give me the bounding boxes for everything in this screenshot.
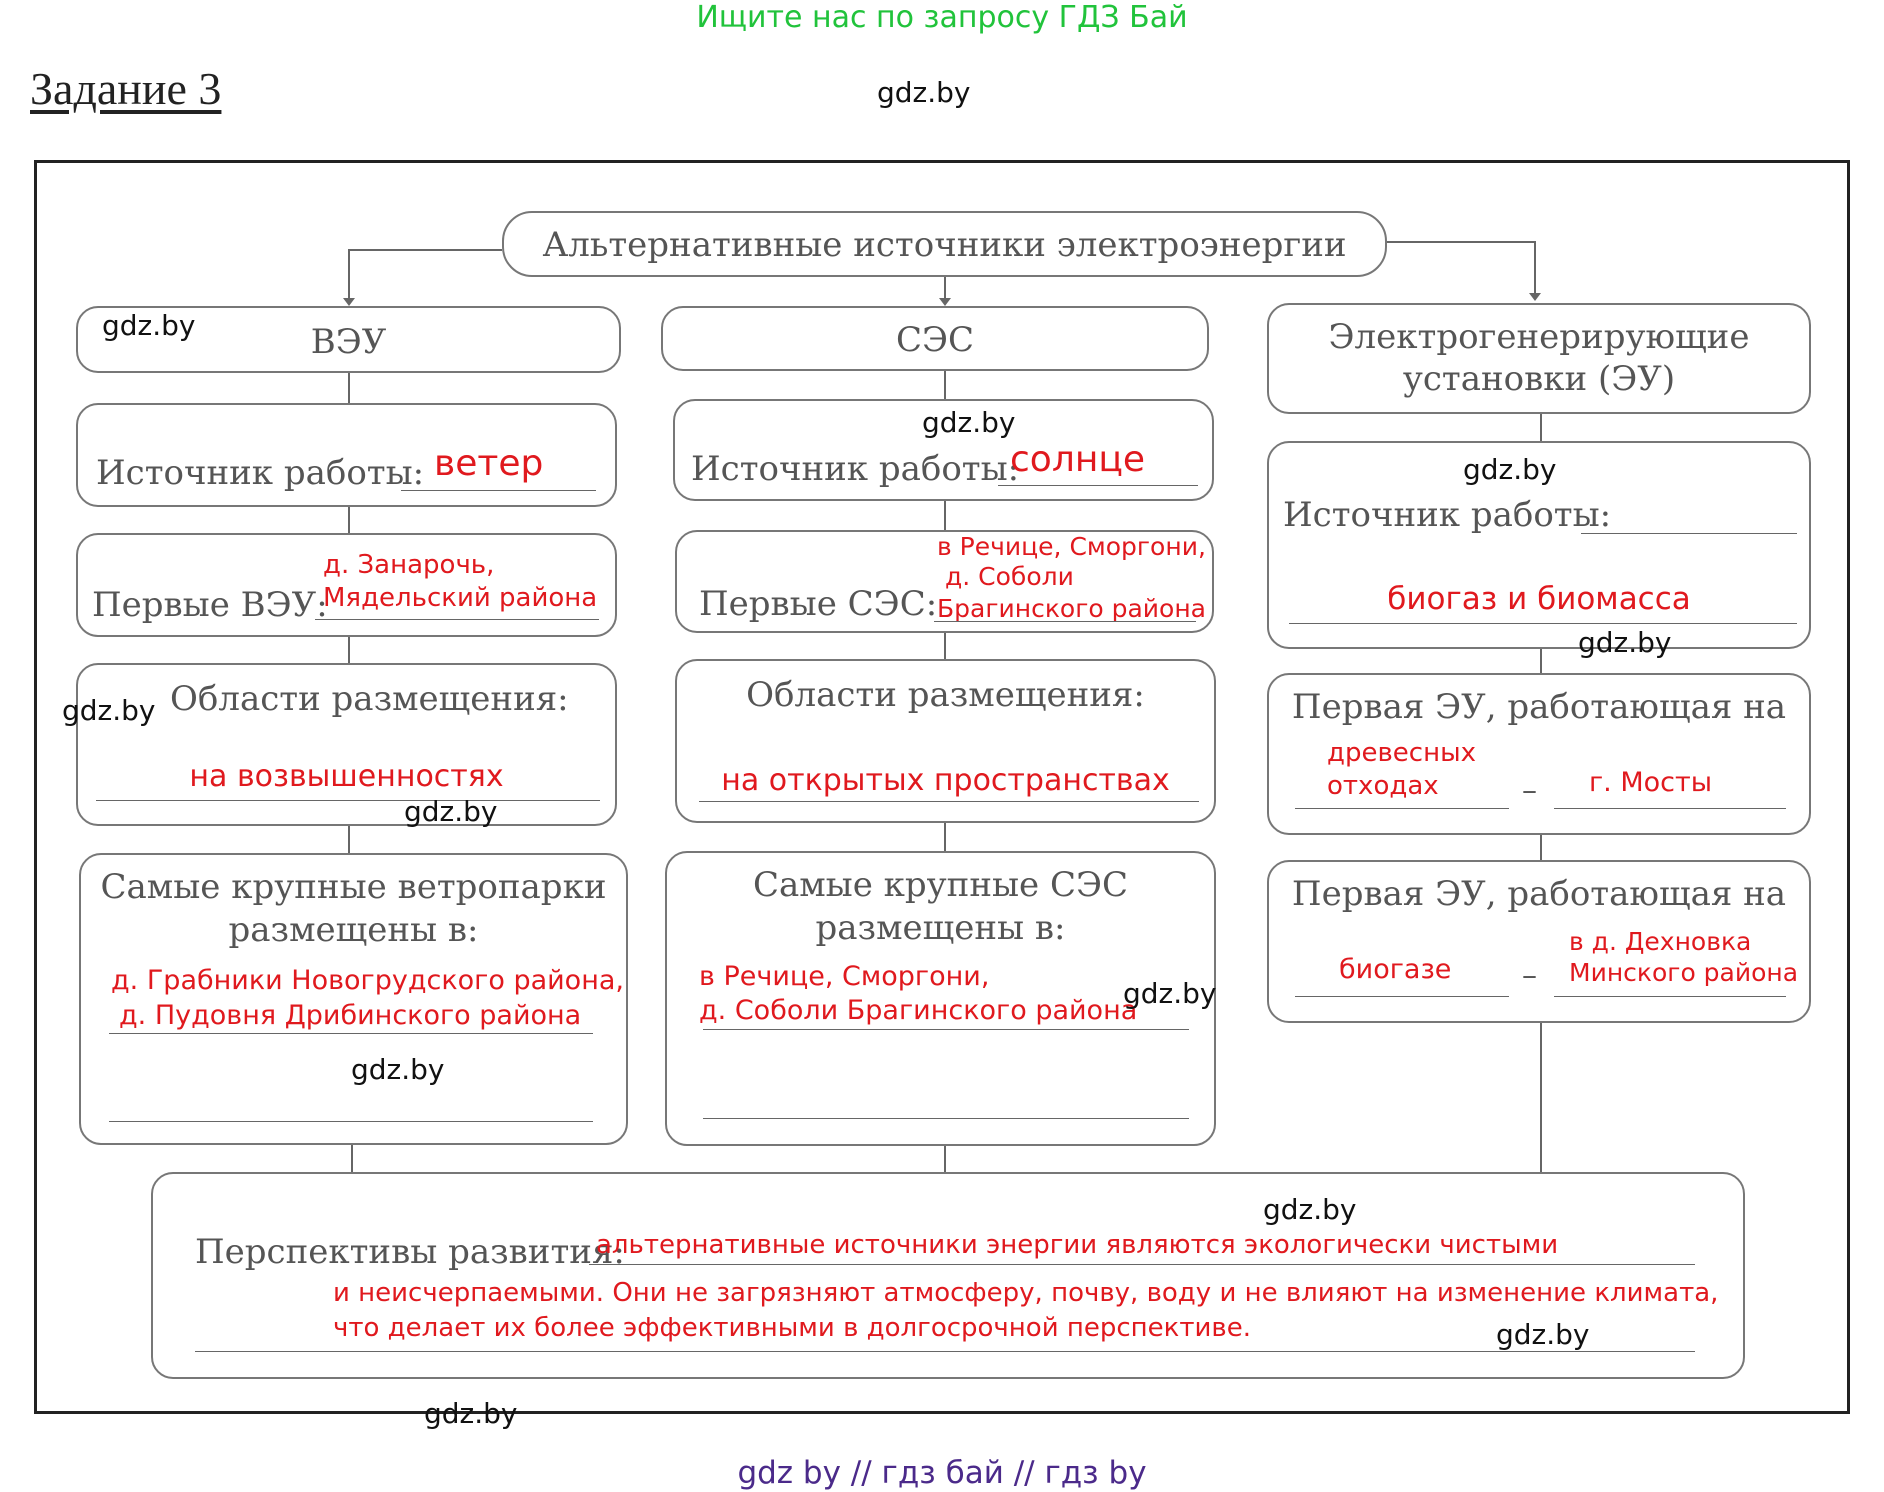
ses-largest-label-2: размещены в:	[815, 908, 1066, 948]
answer-line	[195, 1351, 1695, 1352]
eu-header-box: Электрогенерирующие установки (ЭУ)	[1267, 303, 1811, 414]
eu-first-bio-answer: биогазе	[1339, 954, 1452, 985]
ses-source-box: Источник работы: солнце	[673, 399, 1214, 501]
veu-first-answer-line2: Мядельский района	[323, 583, 598, 613]
ses-source-label: Источник работы:	[691, 449, 1020, 489]
watermark: gdz.by	[1263, 1193, 1357, 1226]
watermark: gdz.by	[62, 694, 156, 727]
watermark: gdz.by	[922, 406, 1016, 439]
veu-largest-box: Самые крупные ветропарки размещены в: д.…	[79, 853, 628, 1145]
veu-first-answer-line1: д. Занарочь,	[323, 550, 495, 580]
answer-line	[1554, 808, 1786, 809]
perspectives-label: Перспективы развития:	[195, 1232, 625, 1272]
veu-header-box: ВЭУ	[76, 306, 621, 373]
ses-header: СЭС	[895, 320, 975, 360]
ses-first-answer-line2: д. Соболи	[945, 562, 1074, 591]
answer-line	[1295, 996, 1509, 997]
answer-line	[703, 1029, 1189, 1030]
eu-source-box: Источник работы: биогаз и биомасса	[1267, 441, 1811, 649]
ses-largest-answer-2: д. Соболи Брагинского района	[699, 995, 1138, 1026]
answer-line	[401, 490, 596, 491]
ses-largest-label-1: Самые крупные СЭС	[752, 865, 1129, 905]
veu-source-box: Источник работы: ветер	[76, 403, 617, 507]
veu-source-label: Источник работы:	[96, 453, 425, 493]
eu-source-answer: биогаз и биомасса	[1387, 581, 1691, 617]
eu-first-wood-box: Первая ЭУ, работающая на древесных отход…	[1267, 673, 1811, 835]
watermark: gdz.by	[1463, 453, 1557, 486]
answer-line	[703, 1118, 1189, 1119]
search-banner: Ищите нас по запросу ГДЗ Бай	[696, 0, 1188, 35]
eu-first-bio-place-1: в д. Дехновка	[1569, 927, 1752, 956]
veu-largest-answer-1: д. Грабники Новогрудского района,	[111, 965, 624, 996]
eu-first-bio-box: Первая ЭУ, работающая на биогазе – в д. …	[1267, 860, 1811, 1023]
ses-first-answer-line1: в Речице, Сморгони,	[937, 532, 1206, 561]
eu-first-wood-answer-2: отходах	[1327, 771, 1439, 801]
veu-largest-label-1: Самые крупные ветропарки	[100, 867, 607, 907]
ses-areas-label: Области размещения:	[746, 675, 1145, 715]
veu-header: ВЭУ	[310, 322, 387, 362]
watermark: gdz.by	[1578, 626, 1672, 659]
root-box: Альтернативные источники электроэнергии	[502, 211, 1387, 277]
answer-line	[1289, 623, 1797, 624]
eu-header-2: установки (ЭУ)	[1402, 359, 1676, 399]
diagram-frame	[34, 160, 1850, 1414]
ses-first-label: Первые СЭС:	[699, 584, 938, 624]
veu-source-answer: ветер	[434, 443, 544, 484]
watermark: gdz.by	[404, 795, 498, 828]
watermark: gdz.by	[877, 76, 971, 109]
perspectives-answer-3: что делает их более эффективными в долго…	[333, 1313, 1251, 1343]
eu-header-1: Электрогенерирующие	[1328, 317, 1750, 357]
veu-first-label: Первые ВЭУ:	[92, 585, 328, 625]
eu-first-bio-place-2: Минского района	[1569, 958, 1799, 987]
ses-header-box: СЭС	[661, 306, 1209, 371]
perspectives-answer-2: и неисчерпаемыми. Они не загрязняют атмо…	[333, 1278, 1719, 1308]
eu-first-wood-dash: –	[1522, 773, 1537, 808]
ses-source-answer: солнце	[1010, 439, 1146, 480]
answer-line	[315, 619, 599, 620]
perspectives-answer-1: альтернативные источники энергии являютс…	[596, 1230, 1559, 1260]
watermark: gdz.by	[351, 1053, 445, 1086]
watermark: gdz.by	[102, 309, 196, 342]
ses-largest-answer-1: в Речице, Сморгони,	[699, 961, 990, 992]
perspectives-box: Перспективы развития: альтернативные ист…	[151, 1172, 1745, 1379]
answer-line	[96, 800, 600, 801]
task-title: Задание 3	[30, 63, 222, 114]
veu-areas-answer: на возвышенностях	[189, 759, 504, 794]
eu-first-wood-label: Первая ЭУ, работающая на	[1291, 687, 1787, 727]
answer-line	[699, 801, 1199, 802]
eu-first-wood-answer-1: древесных	[1327, 738, 1477, 768]
eu-first-bio-dash: –	[1522, 958, 1537, 993]
ses-areas-box: Области размещения: на открытых простран…	[675, 659, 1216, 823]
veu-largest-answer-2: д. Пудовня Дрибинского района	[119, 1000, 582, 1031]
eu-first-bio-label: Первая ЭУ, работающая на	[1291, 874, 1787, 914]
answer-line	[109, 1033, 593, 1034]
veu-largest-label-2: размещены в:	[228, 910, 479, 950]
eu-first-wood-place: г. Мосты	[1589, 767, 1713, 798]
answer-line	[589, 1264, 1695, 1265]
answer-line	[1295, 808, 1509, 809]
veu-areas-box: Области размещения: на возвышенностях	[76, 663, 617, 826]
answer-line	[1554, 996, 1786, 997]
root-title: Альтернативные источники электроэнергии	[542, 225, 1347, 265]
veu-first-box: Первые ВЭУ: д. Занарочь, Мядельский райо…	[76, 533, 617, 637]
watermark: gdz.by	[1123, 977, 1217, 1010]
answer-line	[109, 1121, 593, 1122]
veu-areas-label: Области размещения:	[170, 679, 569, 719]
ses-first-answer-line3: Брагинского района	[937, 594, 1206, 623]
answer-line	[998, 485, 1198, 486]
eu-source-label: Источник работы:	[1283, 495, 1612, 535]
watermark: gdz.by	[1496, 1318, 1590, 1351]
answer-line	[934, 621, 1196, 622]
ses-largest-box: Самые крупные СЭС размещены в: в Речице,…	[665, 851, 1216, 1146]
answer-line	[1581, 533, 1797, 534]
footer-links: gdz by // гдз бай // гдз by	[737, 1455, 1147, 1491]
watermark: gdz.by	[424, 1397, 518, 1430]
ses-areas-answer: на открытых пространствах	[721, 763, 1170, 798]
ses-first-box: Первые СЭС: в Речице, Сморгони, д. Собол…	[675, 530, 1214, 633]
